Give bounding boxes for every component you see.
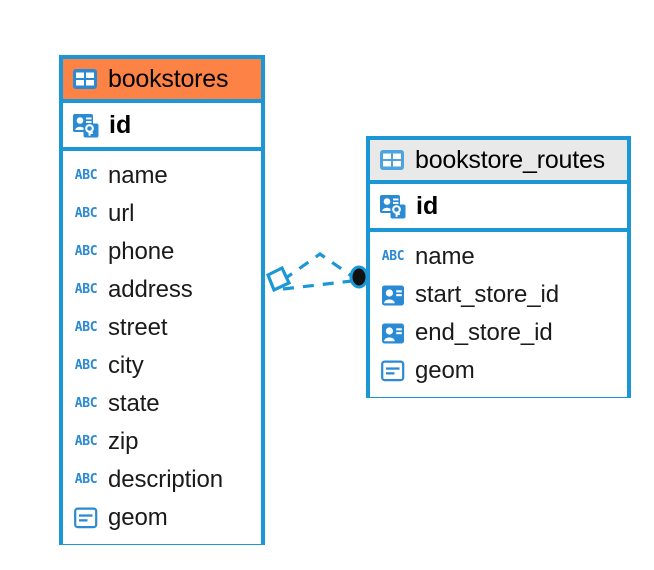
- abc-text-icon: ABC: [74, 358, 98, 373]
- field-row-name[interactable]: ABC name: [370, 238, 627, 276]
- field-label: start_store_id: [415, 281, 560, 308]
- field-row-url[interactable]: ABC url: [63, 195, 261, 233]
- foreign-key-icon: [380, 283, 406, 307]
- field-row-phone[interactable]: ABC phone: [63, 233, 261, 271]
- field-row-end-store-id[interactable]: end_store_id: [370, 314, 627, 352]
- entity-table-bookstore-routes[interactable]: bookstore_routes id: [366, 136, 631, 398]
- primary-key-label-bookstores: id: [109, 110, 132, 139]
- field-list-bookstore-routes: ABC name start_store_id: [370, 232, 627, 397]
- relationship-line-lower: [282, 279, 353, 291]
- field-label: address: [108, 276, 193, 303]
- field-row-description[interactable]: ABC description: [63, 461, 261, 499]
- field-row-geom[interactable]: geom: [370, 352, 627, 390]
- diamond-marker-icon: [265, 265, 292, 293]
- field-row-geom[interactable]: geom: [63, 499, 261, 537]
- field-row-zip[interactable]: ABC zip: [63, 423, 261, 461]
- circle-marker-icon: [349, 265, 369, 289]
- relationship-line-upper: [282, 252, 354, 282]
- primary-key-icon: [379, 192, 407, 220]
- abc-text-icon: ABC: [74, 472, 98, 487]
- field-label: city: [108, 352, 144, 379]
- field-label: url: [108, 200, 135, 227]
- primary-key-row-bookstores[interactable]: id: [63, 103, 261, 151]
- foreign-key-icon: [380, 321, 406, 345]
- abc-text-icon: ABC: [381, 249, 405, 264]
- field-label: phone: [108, 238, 175, 265]
- field-row-city[interactable]: ABC city: [63, 347, 261, 385]
- geometry-icon: [73, 507, 99, 529]
- primary-key-icon: [72, 111, 100, 139]
- table-icon: [72, 66, 98, 92]
- abc-text-icon: ABC: [74, 282, 98, 297]
- field-row-name[interactable]: ABC name: [63, 157, 261, 195]
- field-label: zip: [108, 428, 139, 455]
- entity-header-bookstore-routes[interactable]: bookstore_routes: [370, 140, 627, 184]
- field-row-start-store-id[interactable]: start_store_id: [370, 276, 627, 314]
- entity-header-bookstores[interactable]: bookstores: [63, 59, 261, 103]
- primary-key-row-bookstore-routes[interactable]: id: [370, 184, 627, 232]
- table-icon: [379, 147, 405, 173]
- geometry-icon: [380, 360, 406, 382]
- field-label: name: [108, 162, 168, 189]
- field-label: state: [108, 390, 160, 417]
- field-label: end_store_id: [415, 319, 553, 346]
- field-row-state[interactable]: ABC state: [63, 385, 261, 423]
- field-row-address[interactable]: ABC address: [63, 271, 261, 309]
- abc-text-icon: ABC: [74, 244, 98, 259]
- abc-text-icon: ABC: [74, 206, 98, 221]
- field-label: geom: [415, 357, 475, 384]
- field-row-street[interactable]: ABC street: [63, 309, 261, 347]
- field-label: name: [415, 243, 475, 270]
- entity-table-bookstores[interactable]: bookstores id: [59, 55, 265, 545]
- field-label: geom: [108, 504, 168, 531]
- field-label: street: [108, 314, 168, 341]
- primary-key-label-bookstore-routes: id: [416, 191, 439, 220]
- entity-title-bookstore-routes: bookstore_routes: [415, 145, 605, 174]
- abc-text-icon: ABC: [74, 168, 98, 183]
- abc-text-icon: ABC: [74, 396, 98, 411]
- abc-text-icon: ABC: [74, 320, 98, 335]
- field-list-bookstores: ABC name ABC url ABC phone ABC address A…: [63, 151, 261, 544]
- field-label: description: [108, 466, 223, 493]
- abc-text-icon: ABC: [74, 434, 98, 449]
- entity-title-bookstores: bookstores: [108, 64, 229, 93]
